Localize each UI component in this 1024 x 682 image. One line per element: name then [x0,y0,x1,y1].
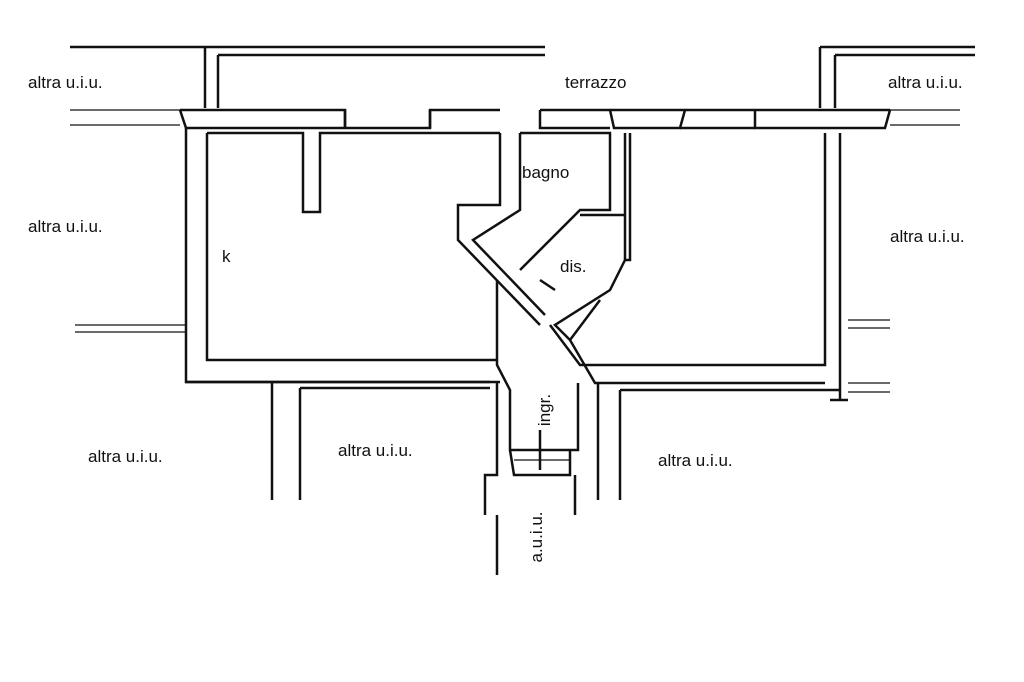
neighbor-left-label: altra u.i.u. [28,217,103,236]
terrazzo-label: terrazzo [565,73,626,92]
neighbor-bottom-right-label: altra u.i.u. [658,451,733,470]
hallway-label: dis. [560,257,586,276]
walls [70,45,975,575]
neighbor-top-right-label: altra u.i.u. [888,73,963,92]
corridor-label: a.u.i.u. [527,511,546,562]
neighbor-right-label: altra u.i.u. [890,227,965,246]
neighbor-bottom-middle-label: altra u.i.u. [338,441,413,460]
kitchen-label: k [222,247,231,266]
entrance-label: ingr. [535,394,554,426]
bathroom-label: bagno [522,163,569,182]
neighbor-bottom-left-label: altra u.i.u. [88,447,163,466]
neighbor-top-left-label: altra u.i.u. [28,73,103,92]
